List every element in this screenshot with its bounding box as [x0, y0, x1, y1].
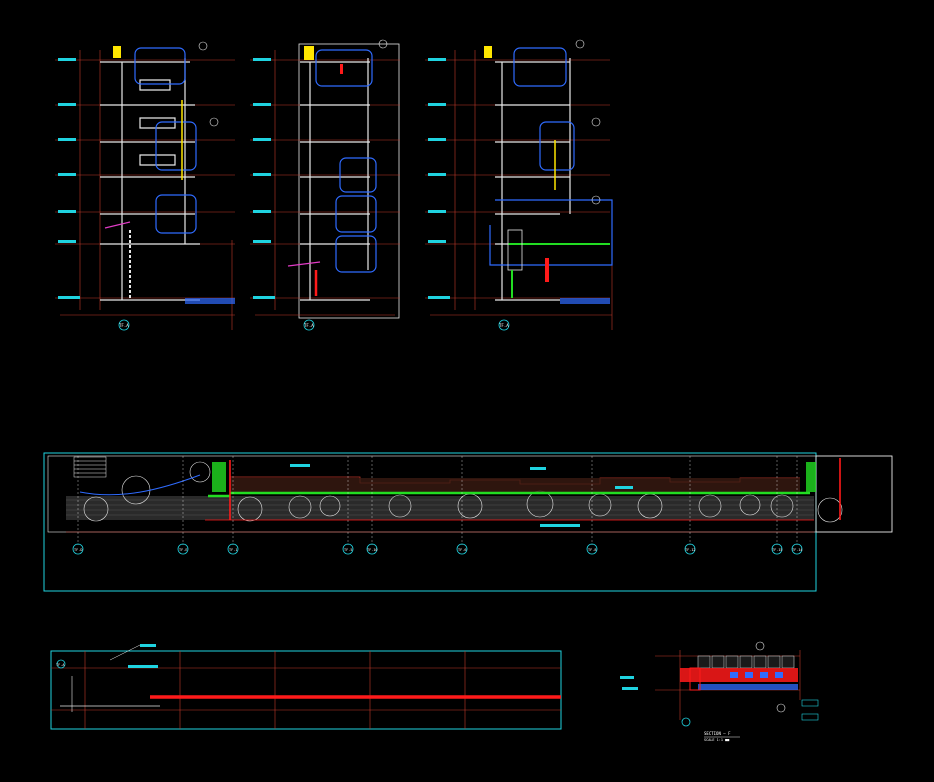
elevation-grid-tag-2: TF.E	[179, 548, 187, 552]
section-f-detail: SECTION — F SCALE 1:1 ■■	[620, 641, 819, 742]
section-3-grid-tag: TF.A	[499, 323, 509, 328]
elevation-grid-tag-7: TF.8	[588, 548, 596, 552]
elevation-grid-tag-3: TF.1	[229, 548, 237, 552]
elevation-grid-tag-6: TF.6	[458, 548, 466, 552]
section-2-grid-tag: TF.A	[304, 323, 314, 328]
elevation-grid-tag-1: TF.D	[74, 548, 82, 552]
elevation-grid-tag-10: TF.14	[792, 548, 803, 552]
elevation-drawing: TF.D TF.E TF.1 TF.5 TF.10 TF.6 TF.8 TF.1…	[43, 452, 893, 592]
elevation-grid-tag-5: TF.10	[367, 548, 378, 552]
section-drawing-2: TF.A	[250, 39, 400, 331]
section-drawing-3: TF.A	[425, 39, 613, 331]
elevation-grid-tag-8: TF.12	[685, 548, 696, 552]
section-f-title: SECTION — F	[704, 731, 731, 736]
bottom-strip-grid-tag: TF.A	[56, 663, 65, 667]
bottom-strip-drawing: TF.A	[50, 644, 562, 730]
elevation-grid-tag-9: TF.15	[772, 548, 783, 552]
elevation-grid-tag-4: TF.5	[344, 548, 352, 552]
section-1-grid-tag: TF.A	[119, 323, 129, 328]
section-drawing-1: TF.A	[55, 41, 235, 331]
section-f-scale: SCALE 1:1 ■■	[704, 738, 730, 742]
